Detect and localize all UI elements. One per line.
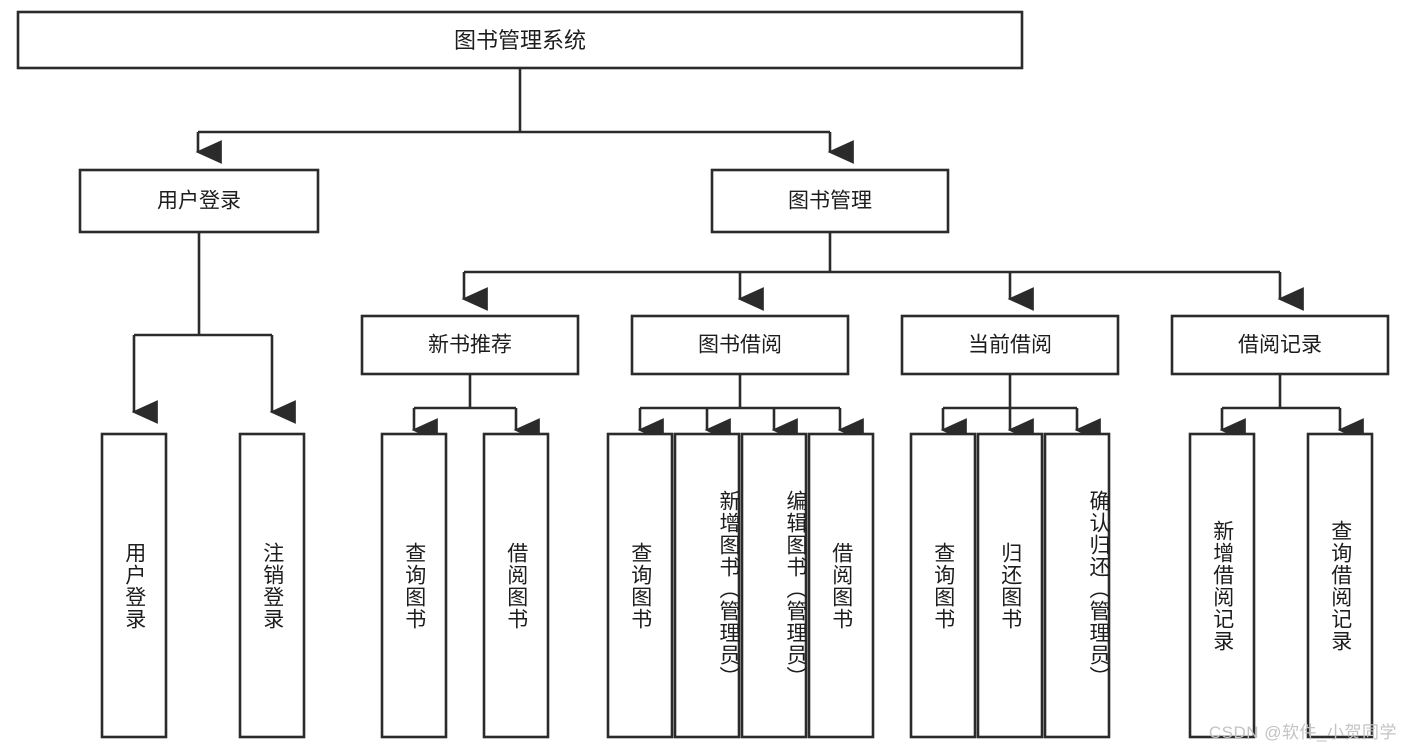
leaf-box-query-book-3[interactable] — [909, 432, 977, 739]
leaf-box-confirm-return[interactable] — [1043, 432, 1111, 739]
leaf-box-return-book[interactable] — [976, 432, 1044, 739]
node-user-login-label: 用户登录 — [157, 190, 241, 213]
node-root[interactable] — [16, 10, 1024, 70]
node-root-label: 图书管理系统 — [454, 28, 586, 53]
watermark-text: CSDN @软件_小贺同学 — [1208, 723, 1397, 742]
node-borrow-record-label: 借阅记录 — [1238, 334, 1322, 357]
leaf-box-user-login[interactable] — [100, 432, 168, 739]
node-borrow-record[interactable] — [1170, 314, 1390, 376]
node-book-manage-label: 图书管理 — [788, 190, 872, 213]
leaf-box-borrow-book-1[interactable] — [482, 432, 550, 739]
node-new-book-recommend-label: 新书推荐 — [428, 334, 512, 357]
leaf-box-logout-login[interactable] — [238, 432, 306, 739]
node-current-borrow-label: 当前借阅 — [968, 334, 1052, 357]
node-current-borrow[interactable] — [900, 314, 1120, 376]
leaf-box-add-record[interactable] — [1188, 432, 1256, 739]
leaf-box-query-book-1[interactable] — [380, 432, 448, 739]
leaf-box-borrow-book-2[interactable] — [807, 432, 875, 739]
leaf-box-add-book[interactable] — [673, 432, 741, 739]
node-new-book-recommend[interactable] — [360, 314, 580, 376]
node-book-borrow[interactable] — [630, 314, 850, 376]
leaf-box-query-book-2[interactable] — [606, 432, 674, 739]
node-book-manage[interactable] — [710, 168, 950, 234]
leaf-box-edit-book[interactable] — [740, 432, 808, 739]
node-book-borrow-label: 图书借阅 — [698, 334, 782, 357]
leaf-box-query-record[interactable] — [1306, 432, 1374, 739]
